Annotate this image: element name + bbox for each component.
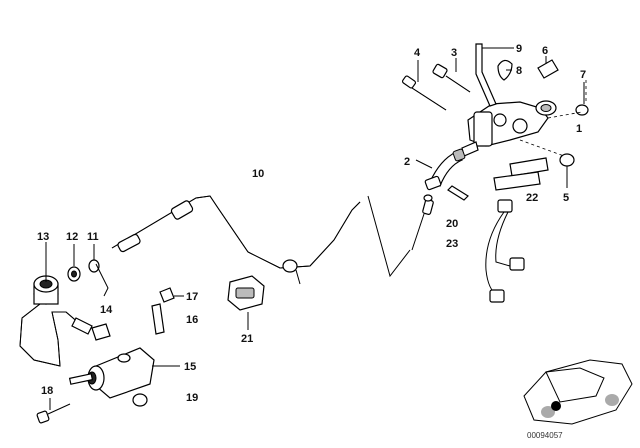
hose-loop-14 [19, 303, 93, 367]
pushrod [411, 194, 434, 251]
spring-16 [151, 303, 165, 335]
bracket-22 [493, 157, 549, 191]
bolt-18 [36, 403, 71, 424]
callout-23: 23 [446, 238, 458, 250]
callout-21: 21 [241, 333, 253, 345]
callout-13: 13 [37, 231, 49, 243]
callout-9: 9 [516, 43, 522, 55]
location-marker-icon [551, 401, 561, 411]
callout-19: 19 [186, 392, 198, 404]
callout-6: 6 [542, 45, 548, 57]
pipe-10 [111, 195, 361, 285]
callout-7: 7 [580, 69, 586, 81]
callout-2: 2 [404, 156, 410, 168]
callout-1: 1 [576, 123, 582, 135]
connection-zigzag [367, 195, 411, 278]
diagram-code: 00094057 [527, 431, 563, 440]
callout-8: 8 [516, 65, 522, 77]
bolt-3 [432, 63, 471, 93]
hose-9 [475, 43, 497, 107]
callout-5: 5 [563, 192, 569, 204]
callout-16: 16 [186, 314, 198, 326]
callout-22: 22 [526, 192, 538, 204]
nut-19 [132, 393, 148, 407]
callout-20: 20 [446, 218, 458, 230]
master-cylinder [461, 100, 557, 157]
bolt-4 [401, 75, 447, 111]
valve-17 [159, 287, 175, 303]
callout-15: 15 [184, 361, 196, 373]
clip-8 [497, 59, 513, 81]
callout-labels: 1 2 3 4 5 6 7 8 9 10 11 12 13 14 15 16 1… [37, 43, 586, 404]
reservoir-13 [33, 275, 59, 305]
callout-11: 11 [87, 231, 99, 243]
nut-5 [559, 153, 575, 167]
bracket-21 [227, 275, 265, 311]
callout-12: 12 [66, 231, 78, 243]
callout-4: 4 [414, 47, 421, 59]
callout-18: 18 [41, 385, 53, 397]
pin-6 [537, 59, 559, 79]
callout-10: 10 [252, 168, 264, 180]
leader-lines [45, 47, 585, 410]
clamp-11 [88, 259, 109, 297]
sensor-cable [485, 199, 525, 303]
slave-cylinder-15 [68, 323, 155, 399]
car-location-thumbnail [523, 359, 633, 425]
callout-3: 3 [451, 47, 457, 59]
clip-20 [447, 185, 469, 201]
callout-14: 14 [100, 304, 113, 316]
nut-7 [575, 104, 589, 116]
callout-17: 17 [186, 291, 198, 303]
